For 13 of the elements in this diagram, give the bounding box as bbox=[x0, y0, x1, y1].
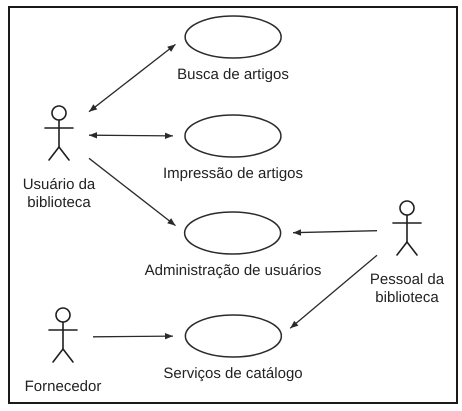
actor-label: Fornecedor bbox=[24, 378, 102, 396]
actor-label: Usuário da biblioteca bbox=[22, 176, 96, 212]
arrow bbox=[292, 229, 378, 236]
double-headed-arrow bbox=[88, 44, 176, 112]
use-case-label: Serviços de catálogo bbox=[163, 365, 303, 383]
use-case-label: Impressão de artigos bbox=[162, 165, 304, 183]
arrow bbox=[93, 332, 173, 340]
actor-label: Pessoal da biblioteca bbox=[368, 271, 446, 307]
arrow bbox=[290, 254, 378, 329]
double-headed-arrow bbox=[89, 132, 173, 140]
arrow bbox=[88, 158, 176, 226]
use-case-label: Administração de usuários bbox=[144, 262, 322, 280]
use-case-label: Busca de artigos bbox=[177, 66, 289, 84]
